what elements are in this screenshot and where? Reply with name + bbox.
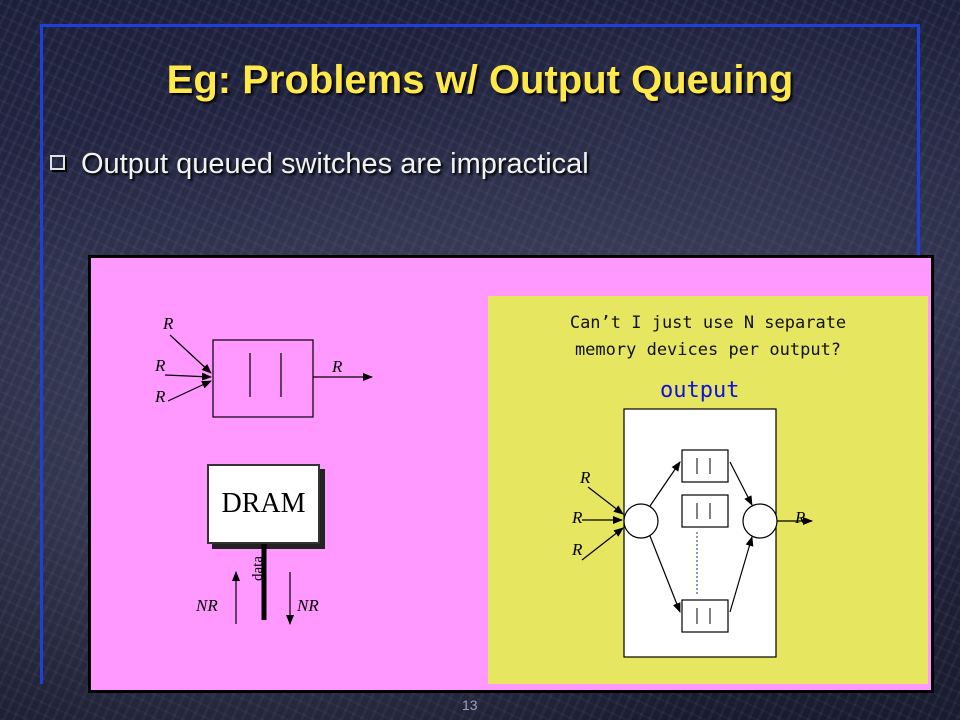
memory-queue-2 [682,495,728,527]
left-input-arrow-2 [165,375,211,377]
left-input-arrow-1 [170,335,211,373]
callout-input-arrow-1 [588,487,623,514]
callout-input-arrow-3 [582,528,623,560]
left-input-arrow-3 [168,381,211,401]
left-switch [165,335,372,417]
memory-queue-n [682,600,728,632]
mux-node [743,504,777,538]
memory-queue-1 [682,450,728,482]
demux-node [624,504,658,538]
dram-bus [236,544,290,624]
left-buffer-box [213,340,313,417]
callout-switch [582,409,812,657]
